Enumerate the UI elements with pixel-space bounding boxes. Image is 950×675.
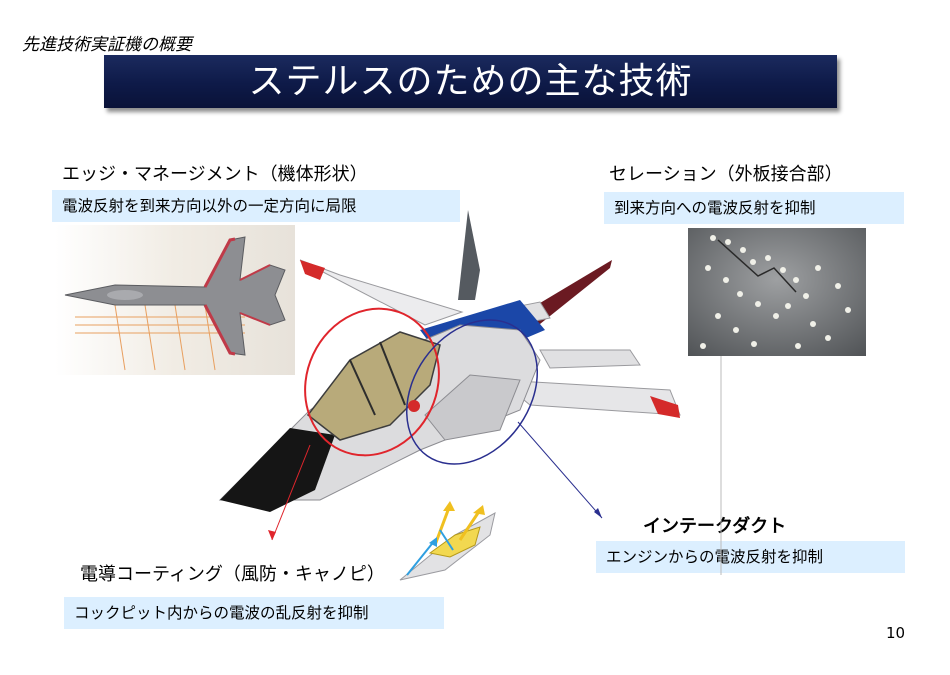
intake-duct-description: エンジンからの電波反射を抑制	[596, 541, 905, 573]
conductive-coating-description: コックピット内からの電波の乱反射を抑制	[64, 597, 444, 629]
serration-description: 到来方向への電波反射を抑制	[604, 192, 904, 224]
canopy-coating-illustration	[399, 501, 496, 581]
page-number: 10	[886, 624, 906, 642]
serration-heading: セレーション（外板接合部）	[609, 164, 843, 185]
slide-title: ステルスのための主な技術	[104, 55, 837, 108]
edge-management-heading: エッジ・マネージメント（機体形状）	[62, 164, 368, 185]
planform-illustration	[55, 225, 295, 375]
intake-duct-heading: インテークダクト	[643, 516, 787, 537]
serration-photo	[688, 228, 866, 356]
aircraft-illustration	[218, 210, 681, 541]
conductive-coating-heading: 電導コーティング（風防・キャノピ）	[80, 564, 385, 585]
edge-management-description: 電波反射を到来方向以外の一定方向に局限	[52, 190, 460, 222]
slide-subtitle: 先進技術実証機の概要	[22, 35, 192, 55]
